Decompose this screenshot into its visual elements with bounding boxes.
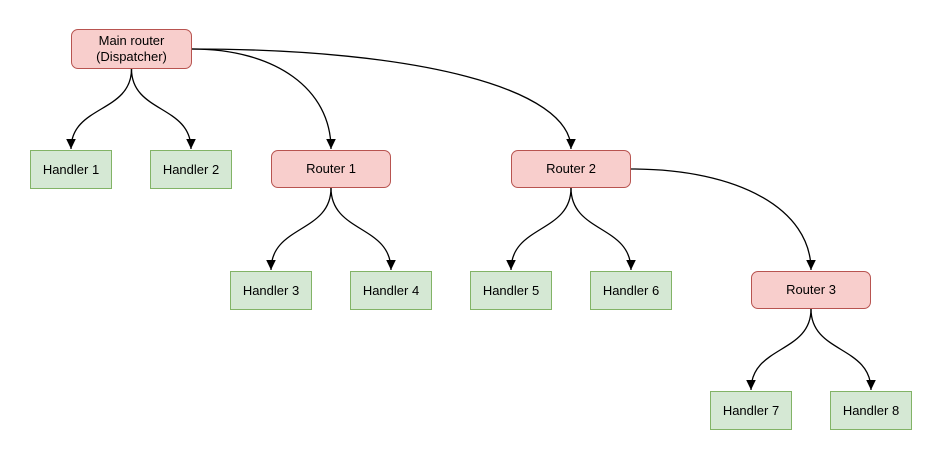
node-label: Handler 4 — [362, 282, 420, 298]
node-handler-2: Handler 2 — [150, 150, 232, 189]
node-label: Main router (Dispatcher) — [96, 33, 167, 64]
node-main-router: Main router (Dispatcher) — [71, 29, 192, 69]
edge-router-2-to-handler-6 — [570, 187, 636, 271]
node-handler-5: Handler 5 — [470, 271, 552, 310]
edge-main-router-to-router-1 — [191, 48, 336, 150]
node-label: Handler 2 — [162, 161, 220, 177]
node-router-1: Router 1 — [271, 150, 391, 188]
node-handler-1: Handler 1 — [30, 150, 112, 189]
edge-main-router-to-handler-1 — [66, 68, 133, 150]
node-label: Handler 8 — [842, 402, 900, 418]
node-label: Handler 6 — [602, 282, 660, 298]
edge-router-2-to-handler-5 — [506, 187, 572, 271]
node-label: Handler 1 — [42, 161, 100, 177]
edge-router-3-to-handler-7 — [746, 308, 812, 391]
node-label: Handler 5 — [482, 282, 540, 298]
node-label: Router 3 — [786, 282, 836, 298]
edge-router-2-to-router-3 — [630, 168, 816, 271]
edge-router-1-to-handler-4 — [330, 187, 396, 271]
edge-main-router-to-handler-2 — [130, 68, 196, 150]
node-router-3: Router 3 — [751, 271, 871, 309]
edge-main-router-to-router-2 — [191, 48, 576, 150]
node-handler-8: Handler 8 — [830, 391, 912, 430]
node-handler-6: Handler 6 — [590, 271, 672, 310]
node-handler-7: Handler 7 — [710, 391, 792, 430]
node-handler-3: Handler 3 — [230, 271, 312, 310]
node-router-2: Router 2 — [511, 150, 631, 188]
edge-group — [66, 48, 876, 391]
edge-router-3-to-handler-8 — [810, 308, 876, 391]
node-handler-4: Handler 4 — [350, 271, 432, 310]
edge-router-1-to-handler-3 — [266, 187, 332, 271]
node-label: Handler 7 — [722, 402, 780, 418]
node-label: Handler 3 — [242, 282, 300, 298]
node-label: Router 2 — [546, 161, 596, 177]
node-label: Router 1 — [306, 161, 356, 177]
